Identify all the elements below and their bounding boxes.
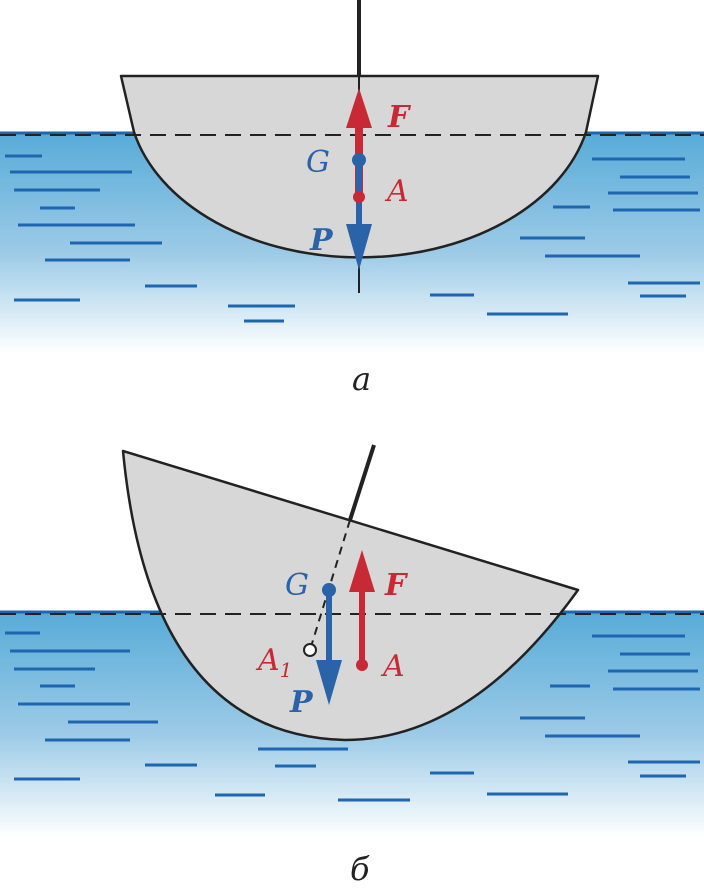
caption-a: а [352, 360, 371, 398]
point-A1-b [303, 643, 317, 657]
force-F-arrowhead-a [346, 88, 372, 128]
point-A-b [356, 659, 368, 671]
label-G-a: G [306, 145, 330, 180]
force-F-arrowhead-b [349, 550, 375, 592]
label-F-a: F [387, 100, 412, 135]
point-G-b [322, 583, 336, 597]
label-A1-b: A1 [255, 643, 292, 682]
label-A1-subscript: 1 [280, 658, 293, 682]
label-P-b: P [289, 685, 314, 720]
label-F-b: F [384, 568, 409, 603]
ripples-b [5, 631, 700, 802]
weight-P-arrowhead-a [346, 224, 372, 270]
ripples-a [5, 154, 700, 323]
label-G-b: G [285, 568, 309, 603]
tilted-axis-dashed-b [309, 519, 351, 651]
label-A-b: A [380, 649, 405, 684]
label-A1-letter: A [255, 643, 280, 678]
panel-b: G F A A1 P б [0, 444, 704, 888]
caption-b: б [350, 850, 370, 883]
weight-P-arrowhead-b [316, 660, 342, 705]
label-P-a: P [309, 223, 334, 258]
panel-a: F G A P а [0, 0, 704, 398]
floating-body-b [121, 449, 580, 742]
label-A-a: A [384, 174, 409, 209]
suspension-rod-b [348, 444, 376, 521]
point-G-a [352, 153, 366, 167]
point-A-a [353, 191, 365, 203]
